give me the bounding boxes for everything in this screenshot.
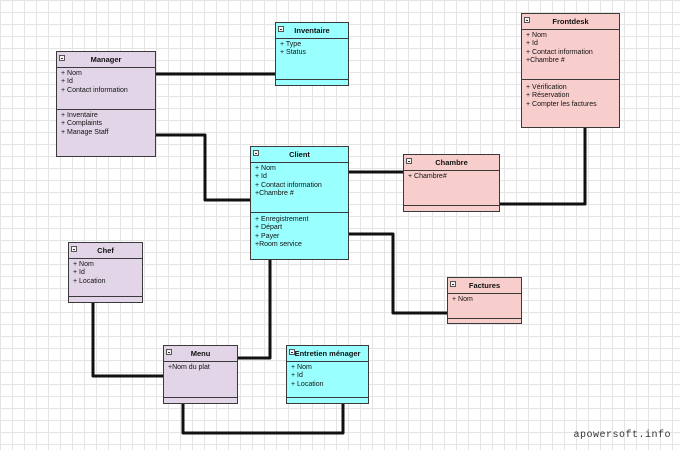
- attributes-section: + Nom + Id + Location: [69, 259, 142, 297]
- class-header: Manager: [57, 52, 155, 68]
- method: + Payer: [255, 232, 280, 240]
- attributes-section: + Nom + Id + Contact information: [57, 68, 155, 110]
- method: + Inventaire: [61, 112, 98, 119]
- attributes-section: + Nom + Id + Contact information +Chambr…: [251, 163, 348, 213]
- attributes-section: + Nom + Id + Location: [287, 362, 368, 398]
- watermark: apowersoft.info: [573, 430, 671, 441]
- class-title: Menu: [190, 349, 211, 358]
- attribute: + Id: [255, 173, 267, 181]
- class-client[interactable]: Client + Nom + Id + Contact information …: [250, 146, 349, 260]
- methods-section: + Enregistrement + Départ + Payer +Room …: [251, 213, 348, 259]
- attribute: +Nom du plat: [168, 364, 210, 371]
- attributes-section: + Chambre#: [404, 171, 499, 206]
- method: +Room service: [255, 240, 302, 248]
- connector-menu-entretien: [181, 404, 345, 435]
- method: + Enregistrement: [255, 216, 309, 223]
- method: + Vérification: [526, 84, 567, 91]
- collapse-icon[interactable]: [450, 281, 456, 287]
- method: + Manage Staff: [61, 128, 109, 136]
- class-header: Frontdesk: [522, 14, 619, 30]
- class-chef[interactable]: Chef + Nom + Id + Location: [68, 242, 143, 303]
- collapse-icon[interactable]: [406, 158, 412, 164]
- class-header: Menu: [164, 346, 237, 362]
- connector-chambre-frontdesk: [500, 128, 587, 206]
- class-header: Inventaire: [276, 23, 348, 39]
- attribute: + Nom: [255, 165, 276, 172]
- methods-section: [164, 398, 237, 403]
- class-chambre[interactable]: Chambre + Chambre#: [403, 154, 500, 212]
- attribute: + Location: [291, 380, 324, 388]
- class-title: Frontdesk: [552, 17, 589, 26]
- attribute: + Id: [291, 372, 303, 380]
- attribute: + Id: [61, 78, 73, 86]
- class-header: Entretien ménager: [287, 346, 368, 362]
- collapse-icon[interactable]: [253, 150, 259, 156]
- attribute: + Contact information: [255, 181, 322, 189]
- attributes-section: + Type + Status: [276, 39, 348, 80]
- class-title: Manager: [90, 55, 122, 64]
- collapse-icon[interactable]: [59, 55, 65, 61]
- class-title: Entretien ménager: [294, 349, 361, 358]
- class-header: Client: [251, 147, 348, 163]
- methods-section: [276, 80, 348, 85]
- class-title: Inventaire: [294, 26, 330, 35]
- class-manager[interactable]: Manager + Nom + Id + Contact information…: [56, 51, 156, 157]
- collapse-icon[interactable]: [71, 246, 77, 252]
- collapse-icon[interactable]: [166, 349, 172, 355]
- attribute: + Nom: [526, 32, 547, 39]
- connector-manager-client: [155, 133, 250, 202]
- attribute: + Nom: [452, 295, 473, 303]
- attribute: + Id: [526, 40, 538, 48]
- class-title: Client: [289, 150, 310, 159]
- method: + Compter les factures: [526, 100, 597, 108]
- method: + Complaints: [61, 120, 103, 128]
- attribute: + Id: [73, 269, 85, 277]
- class-title: Chef: [97, 246, 114, 255]
- class-inventaire[interactable]: Inventaire + Type + Status: [275, 22, 349, 86]
- class-title: Chambre: [435, 158, 468, 167]
- connector-client-menu: [238, 260, 272, 360]
- attribute: + Contact information: [526, 48, 593, 56]
- class-title: Factures: [468, 280, 501, 290]
- class-header: Chambre: [404, 155, 499, 171]
- attribute: + Nom: [61, 70, 82, 77]
- attribute: + Contact information: [61, 86, 128, 94]
- class-factures[interactable]: Factures + Nom: [447, 277, 522, 324]
- class-menu[interactable]: Menu +Nom du plat: [163, 345, 238, 404]
- methods-section: [69, 297, 142, 302]
- class-entretien-menager[interactable]: Entretien ménager + Nom + Id + Location: [286, 345, 369, 404]
- collapse-icon[interactable]: [524, 17, 530, 23]
- class-header: Chef: [69, 243, 142, 259]
- methods-section: + Inventaire + Complaints + Manage Staff: [57, 110, 155, 156]
- methods-section: [448, 319, 521, 323]
- connector-client-factures: [349, 232, 447, 315]
- attribute: + Location: [73, 277, 106, 285]
- attributes-section: +Nom du plat: [164, 362, 237, 398]
- attribute: + Chambre#: [408, 173, 447, 180]
- methods-section: [287, 398, 368, 403]
- connector-chef-menu: [91, 303, 163, 378]
- attribute: + Nom: [73, 261, 94, 268]
- class-frontdesk[interactable]: Frontdesk + Nom + Id + Contact informati…: [521, 13, 620, 128]
- collapse-icon[interactable]: [289, 349, 295, 355]
- collapse-icon[interactable]: [278, 26, 284, 32]
- methods-section: + Vérification + Réservation + Compter l…: [522, 80, 619, 127]
- attribute: + Status: [280, 49, 306, 57]
- attributes-section: + Nom + Id + Contact information +Chambr…: [522, 30, 619, 80]
- attributes-section: + Nom: [448, 294, 521, 319]
- class-header: Factures: [448, 278, 521, 294]
- attribute: +Chambre #: [526, 56, 565, 64]
- attribute: + Type: [280, 41, 302, 48]
- method: + Réservation: [526, 92, 570, 100]
- methods-section: [404, 206, 499, 211]
- method: + Départ: [255, 224, 283, 232]
- attribute: +Chambre #: [255, 189, 294, 197]
- attribute: + Nom: [291, 364, 312, 371]
